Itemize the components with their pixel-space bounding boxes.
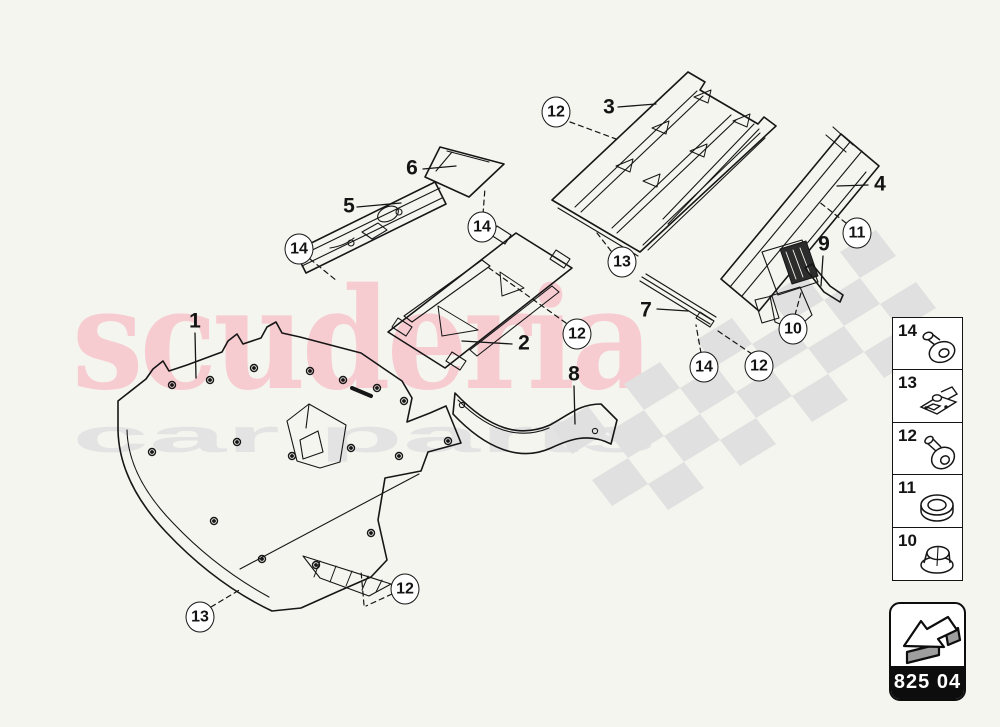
callout-12-c: 12: [744, 350, 774, 382]
legend-number: 10: [898, 530, 917, 550]
callout-number: 12: [547, 103, 565, 120]
legend-number: 13: [898, 373, 917, 393]
legend-number: 14: [898, 321, 917, 340]
legend-number: 12: [898, 425, 917, 445]
legend-item-11: 11: [892, 474, 963, 529]
callout-12-b: 12: [562, 318, 592, 350]
callout-number: 12: [568, 325, 586, 342]
part-label-3: 3: [603, 95, 615, 119]
part-label-8: 8: [568, 362, 580, 386]
callout-number: 10: [784, 320, 802, 337]
diagram-line-art: [118, 72, 879, 611]
legend-number: 11: [898, 478, 916, 498]
callout-13-b: 13: [185, 601, 215, 633]
dashed-leader-lines: [211, 122, 846, 607]
callout-number: 14: [695, 358, 713, 375]
part-4-sill-panel: [721, 127, 879, 330]
expander-rivet-icon: [924, 435, 956, 470]
part-1-underbody-panel: [118, 322, 461, 611]
watermark: scuderia car parts: [72, 230, 936, 510]
part-5-bracket-rail: [295, 182, 446, 273]
part-label-6: 6: [406, 156, 418, 180]
part-label-2: 2: [518, 331, 530, 355]
part-label-5: 5: [343, 194, 355, 218]
legend-item-10: 10: [892, 526, 963, 581]
leader-lines: [195, 104, 868, 424]
callout-10: 10: [778, 313, 808, 345]
callout-number: 13: [613, 253, 631, 270]
callout-11: 11: [842, 217, 872, 249]
fastener-legend: 14 13: [892, 317, 963, 581]
legend-item-14: 14: [892, 317, 963, 371]
part-label-4: 4: [874, 172, 886, 196]
retaining-clip-icon: [919, 386, 959, 416]
part-label-9: 9: [818, 232, 830, 256]
callout-number: 12: [396, 580, 414, 597]
legend-item-13: 13: [892, 369, 963, 424]
callout-number: 14: [473, 218, 491, 235]
part-8-curved-strip: [453, 393, 617, 454]
page-code-badge: 825 04: [889, 602, 966, 701]
callout-14-a: 14: [284, 233, 314, 265]
part-label-1: 1: [189, 309, 201, 333]
page-code: 825 04: [891, 666, 964, 699]
callout-number: 12: [750, 357, 768, 374]
direction-arrow-icon: [902, 615, 962, 665]
legend-item-12: 12: [892, 421, 963, 476]
part-9-elbow-strip: [805, 264, 843, 302]
push-rivet-icon: [922, 331, 956, 364]
callout-number: 11: [848, 224, 866, 241]
checkered-flag: [552, 230, 936, 510]
grommet-icon: [920, 494, 954, 522]
callout-14-c: 14: [689, 351, 719, 383]
cover-cap-icon: [920, 545, 954, 574]
part-label-7: 7: [640, 298, 652, 322]
callout-12-d: 12: [390, 573, 420, 605]
callout-13-a: 13: [607, 246, 637, 278]
callout-number: 14: [290, 240, 308, 257]
part-7-strip: [640, 274, 716, 327]
part-2-center-panel: [388, 226, 572, 370]
callout-12-a: 12: [541, 96, 571, 128]
part-3-rear-panel: [552, 72, 776, 256]
callout-14-b: 14: [467, 211, 497, 243]
rivet-dots: [147, 363, 453, 570]
callout-number: 13: [191, 608, 209, 625]
